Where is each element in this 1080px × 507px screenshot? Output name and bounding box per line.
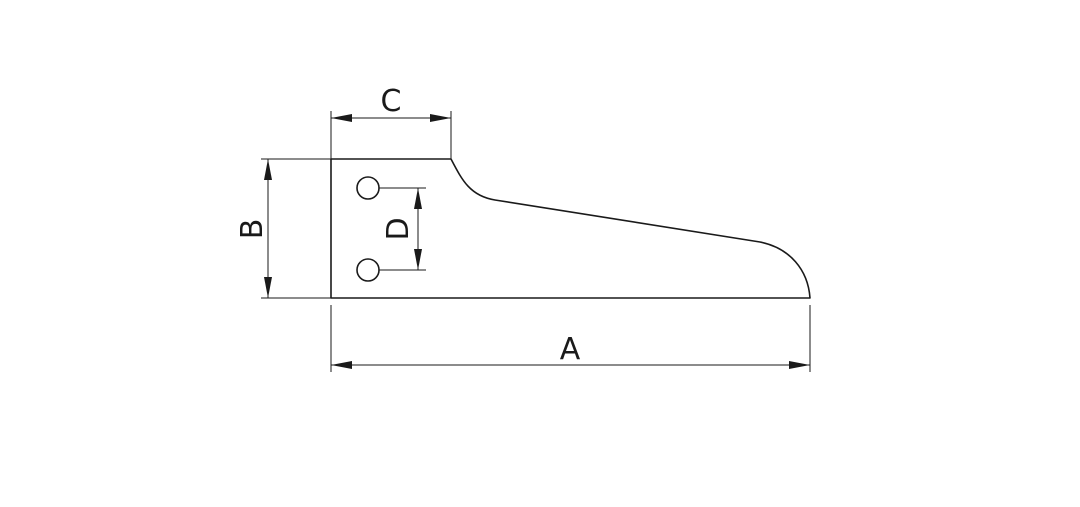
dimension-b-arrow-bottom bbox=[264, 277, 272, 298]
lower-hole bbox=[356, 258, 380, 282]
dimension-b: B bbox=[235, 158, 331, 299]
dimension-d-arrow-top bbox=[414, 188, 422, 209]
dimension-a-arrow-right bbox=[789, 361, 810, 369]
dimension-a: A bbox=[330, 305, 811, 372]
dimension-c-arrow-left bbox=[331, 114, 352, 122]
dimension-b-arrow-top bbox=[264, 159, 272, 180]
dimension-c: C bbox=[330, 84, 452, 159]
dimension-a-label: A bbox=[560, 332, 581, 367]
dimension-d: D bbox=[379, 187, 426, 271]
upper-hole bbox=[356, 176, 380, 200]
dimension-a-arrow-left bbox=[331, 361, 352, 369]
dimension-d-label: D bbox=[381, 217, 416, 240]
part-outline bbox=[330, 158, 811, 299]
dimension-c-label: C bbox=[381, 84, 402, 119]
dimension-d-arrow-bottom bbox=[414, 249, 422, 270]
dimension-b-label: B bbox=[235, 219, 270, 240]
dimension-c-arrow-right bbox=[430, 114, 451, 122]
